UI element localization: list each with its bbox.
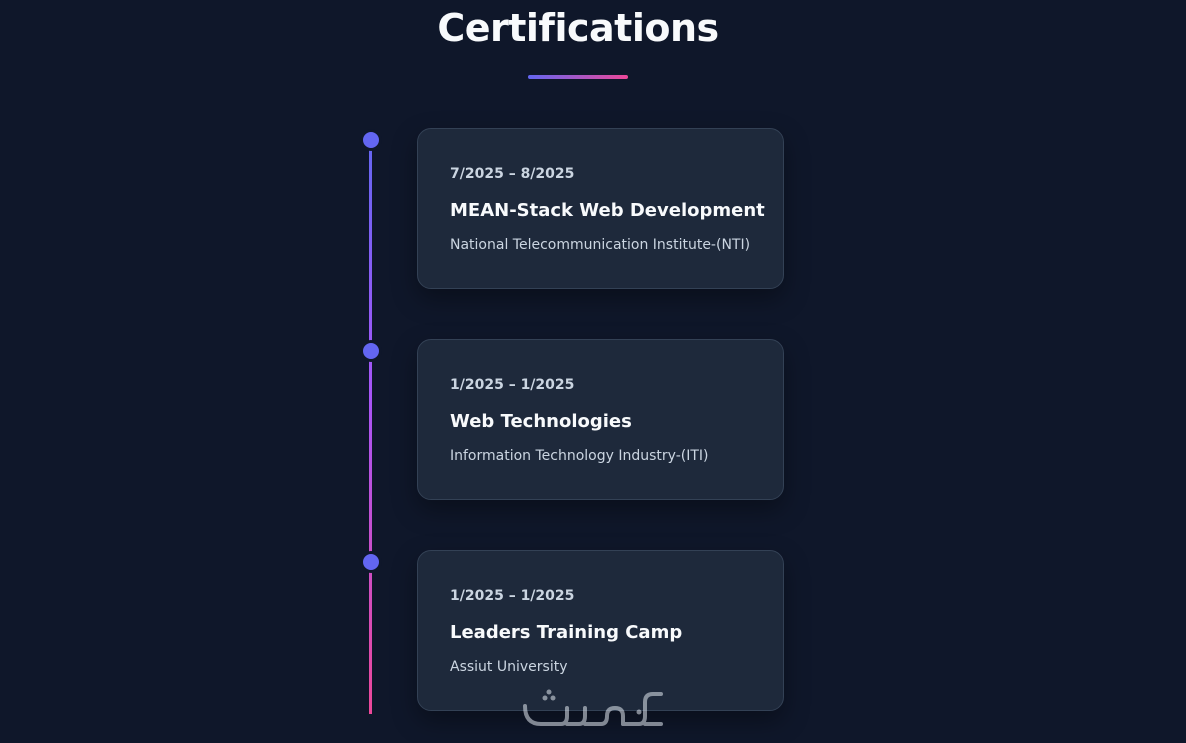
certification-title: MEAN-Stack Web Development <box>450 200 765 221</box>
timeline-line <box>369 138 372 714</box>
certification-issuer: National Telecommunication Institute-(NT… <box>450 237 751 253</box>
certification-card: 1/2025 – 1/2025 Leaders Training Camp As… <box>417 550 784 711</box>
section-title: Certifications <box>437 6 719 50</box>
certification-issuer: Information Technology Industry-(ITI) <box>450 448 709 464</box>
khamsat-watermark-logo <box>523 689 663 726</box>
timeline-dot <box>360 129 382 151</box>
certification-date: 7/2025 – 8/2025 <box>450 166 575 182</box>
certification-date: 1/2025 – 1/2025 <box>450 377 575 393</box>
title-underline <box>528 75 628 79</box>
timeline-dot <box>360 551 382 573</box>
certification-date: 1/2025 – 1/2025 <box>450 588 575 604</box>
certification-card: 1/2025 – 1/2025 Web Technologies Informa… <box>417 339 784 500</box>
certification-issuer: Assiut University <box>450 659 568 675</box>
certification-card: 7/2025 – 8/2025 MEAN-Stack Web Developme… <box>417 128 784 289</box>
certification-title: Leaders Training Camp <box>450 622 683 643</box>
certification-title: Web Technologies <box>450 411 632 432</box>
timeline-dot <box>360 340 382 362</box>
